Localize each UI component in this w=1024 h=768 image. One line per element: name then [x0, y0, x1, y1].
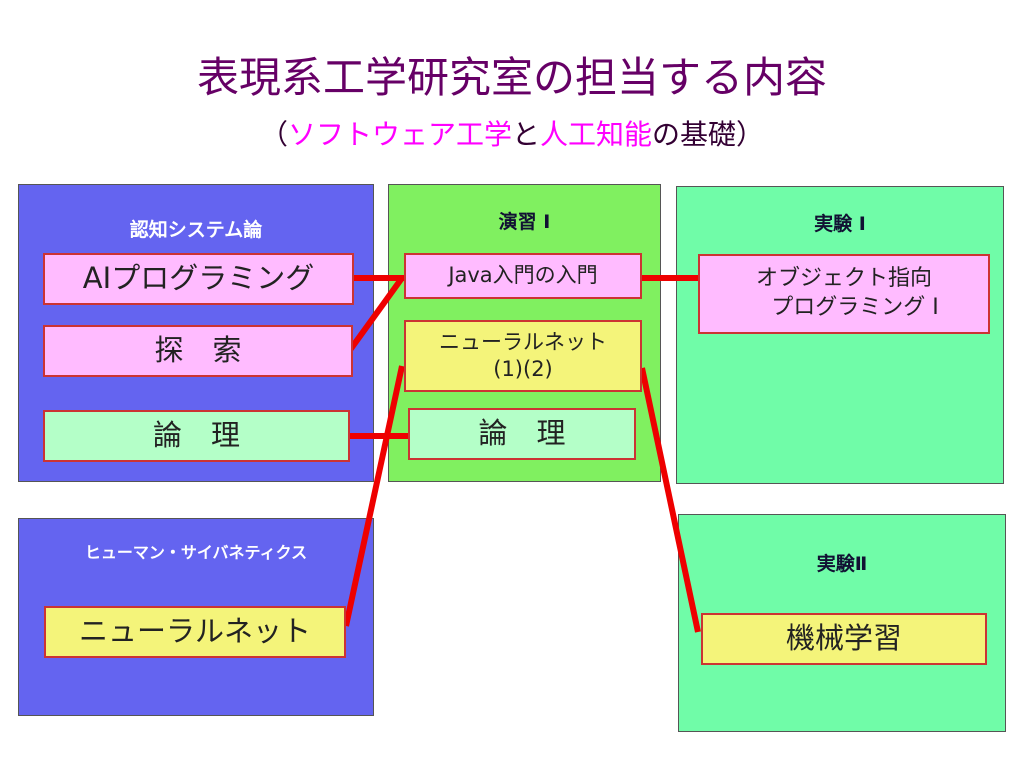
connector-neural-neural [343, 365, 405, 627]
box-neural-net-1-2-label: ニューラルネット (1)(2) [439, 329, 607, 381]
box-oop-label: オブジェクト指向 プログラミング I [755, 266, 939, 320]
panel-experiment-1-title: 実験 I [814, 213, 866, 235]
panel-exercise-1-title: 演習 I [498, 211, 551, 233]
subtitle-tail: の基礎） [652, 118, 765, 151]
subtitle-open: （ [259, 118, 288, 151]
box-machine-learning-label: 機械学習 [785, 621, 902, 656]
box-java-intro: Java入門の入門 [404, 253, 642, 299]
box-ai-programming: AIプログラミング [43, 253, 354, 305]
page-title: 表現系工学研究室の担当する内容 [196, 53, 827, 102]
box-logic-left-label: 論 理 [152, 418, 240, 453]
panel-experiment-2-title: 実験Ⅱ [816, 553, 868, 575]
box-machine-learning: 機械学習 [701, 613, 987, 665]
box-oop: オブジェクト指向 プログラミング I [698, 254, 990, 334]
panel-experiment-1: 実験 I [676, 186, 1004, 484]
box-java-intro-label: Java入門の入門 [448, 263, 598, 288]
connector-search-java [347, 276, 405, 352]
box-search: 探 索 [43, 325, 353, 377]
box-neural-net: ニューラルネット [44, 606, 346, 658]
connector-neural-ml [639, 367, 701, 633]
box-logic-center-label: 論 理 [478, 416, 566, 451]
box-neural-net-label: ニューラルネット [78, 614, 311, 649]
subtitle-software-engineering: ソフトウェア工学 [287, 118, 512, 151]
subtitle-ai: 人工知能 [540, 118, 653, 151]
box-logic-center: 論 理 [408, 408, 636, 460]
page-subtitle: （ソフトウェア工学と人工知能の基礎） [0, 115, 1024, 155]
panel-cognitive-systems-title: 認知システム論 [129, 219, 263, 241]
box-logic-left: 論 理 [43, 410, 350, 462]
panel-human-cybernetics-title: ヒューマン・サイバネティクス [84, 543, 308, 562]
subtitle-and: と [511, 118, 540, 151]
box-ai-programming-label: AIプログラミング [82, 261, 315, 296]
box-search-label: 探 索 [154, 333, 242, 368]
box-neural-net-1-2: ニューラルネット (1)(2) [404, 320, 642, 392]
